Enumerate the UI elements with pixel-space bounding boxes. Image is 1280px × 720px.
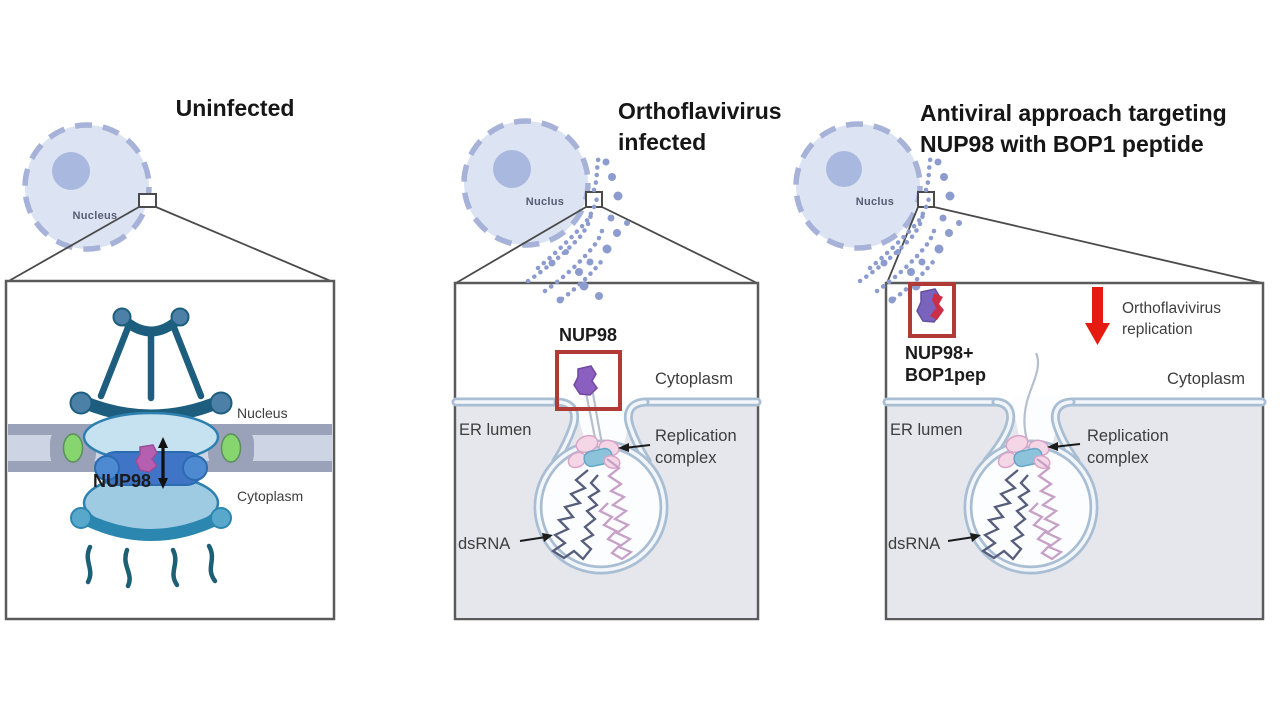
nucleus-label: Nuclus [526,196,564,208]
dsrna-label: dsRNA [888,535,940,553]
vesicle-interior [968,444,1094,570]
replication-arrow-label-line1: Orthoflavivirus [1122,300,1221,317]
panel-antiviral: Antiviral approach targeting NUP98 with … [793,100,1267,621]
er-vesicle-graphic [882,352,1267,618]
connector-line-left [886,206,919,284]
replication-complex-label-line2: complex [655,449,717,467]
panel2-title-line1: Orthoflavivirus [618,98,782,124]
bop1pep-label: BOP1pep [905,365,986,385]
cytoplasm-label: Cytoplasm [1167,370,1245,388]
panel-infected: Orthoflavivirus infected Nuclus [451,98,782,621]
dsrna-arrow [519,533,553,542]
npc-filaments [85,543,218,589]
vesicle-interior [538,444,664,570]
zoom-marker [138,193,157,208]
nup98-highlight-box [555,350,622,411]
nup98-label: NUP98 [559,325,617,345]
nucleolus [493,150,531,188]
cell-membrane-dashed [793,121,923,251]
cell-membrane-dashed [461,118,591,248]
connector-line-right [933,206,1263,284]
replication-complex-arrow [618,443,651,452]
dsrna-arrow [947,533,981,542]
nucleolus [52,152,90,190]
er-lumen-label: ER lumen [890,421,962,439]
nucleus-side-label: Nucleus [237,405,288,421]
replication-complex-label-line2: complex [1087,449,1149,467]
panel1-title: Uninfected [176,95,295,121]
nup98-plus-label: NUP98+ [905,343,974,363]
nucleolus [826,151,862,187]
connector-line-right [155,206,334,283]
nup98-protein [135,444,159,473]
replication-arrow-label-line2: replication [1122,321,1193,338]
connector-line-right [601,206,758,284]
panel2-title-line2: infected [618,129,706,155]
connector-line-left [6,206,140,283]
nup98-bop1-highlight-box [908,282,956,338]
nup98-protein [573,365,598,396]
connector-line-left [455,206,587,284]
cell-treated: Nuclus [793,121,923,251]
bop1-peptide [930,293,944,320]
nucleus-label: Nucleus [73,210,118,222]
decreased-replication-arrow [1085,287,1110,345]
cytoplasm-label: Cytoplasm [655,370,733,388]
cell-membrane-dashed [22,122,152,252]
er-lumen-label: ER lumen [459,421,531,439]
panel3-title-line2: NUP98 with BOP1 peptide [920,131,1204,157]
cell-infected: Nuclus [461,118,591,248]
npc-cytoplasmic-ring [75,511,227,541]
panel-uninfected: Uninfected Nucleus [4,95,336,621]
transporter-green-right [220,433,242,463]
cytoplasm-side-label: Cytoplasm [237,488,303,504]
replication-complex-arrow [1047,442,1081,451]
er-vesicle-graphic [451,392,762,618]
nucleus-label: Nuclus [856,196,894,208]
nuclear-pore-complex [69,307,233,589]
transporter-green-left [62,433,84,463]
cell-uninfected: Nucleus [22,122,152,252]
free-rna-strand [1023,352,1040,444]
transport-arrow [158,437,168,489]
rna-strand [591,392,604,445]
dsrna-label: dsRNA [458,535,510,553]
npc-basket-legs [97,321,205,402]
replication-complex-label-line1: Replication [1087,427,1169,445]
nup98-label: NUP98 [93,471,151,491]
panel3-title-line1: Antiviral approach targeting [920,100,1227,126]
replication-complex-label-line1: Replication [655,427,737,445]
